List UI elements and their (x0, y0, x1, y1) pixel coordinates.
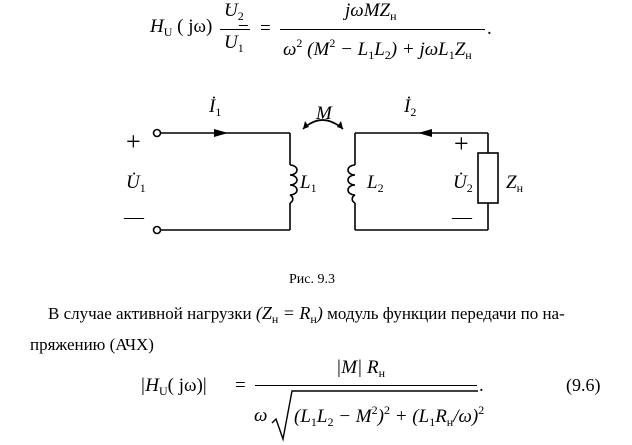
plus-right: + (454, 129, 469, 158)
label-mutual: M (315, 103, 333, 124)
minus-right: — (451, 206, 473, 228)
circuit-diagram: İ1 İ2 M + — U̇1 L1 L2 + — U̇2 Zн (123, 96, 524, 235)
label-u2: U̇2 (453, 171, 473, 195)
label-l1: L1 (299, 172, 317, 195)
label-u1: U̇1 (126, 171, 146, 195)
arrow-i2 (418, 129, 432, 137)
terminal-top-left (152, 128, 162, 138)
equation-number: (9.6) (566, 375, 601, 395)
paragraph: В случае активной нагрузки (Zн = Rн) мод… (30, 303, 565, 354)
load-condition: (Zн = Rн) (255, 303, 323, 326)
minus-left: — (123, 206, 145, 228)
label-l2: L2 (366, 172, 384, 195)
inductor-l2 (347, 164, 356, 204)
load-impedance (477, 152, 499, 204)
label-i1: İ1 (208, 96, 221, 119)
figure-caption: Рис. 9.3 (289, 272, 335, 287)
arrow-i1 (214, 129, 228, 137)
terminal-bottom-left (152, 225, 162, 235)
label-i2: İ2 (403, 96, 416, 119)
sqrt-symbol (271, 390, 478, 442)
label-z: Zн (506, 172, 524, 195)
plus-left: + (126, 127, 141, 156)
inductor-l1 (289, 164, 298, 204)
lhs-h: H (150, 16, 164, 37)
